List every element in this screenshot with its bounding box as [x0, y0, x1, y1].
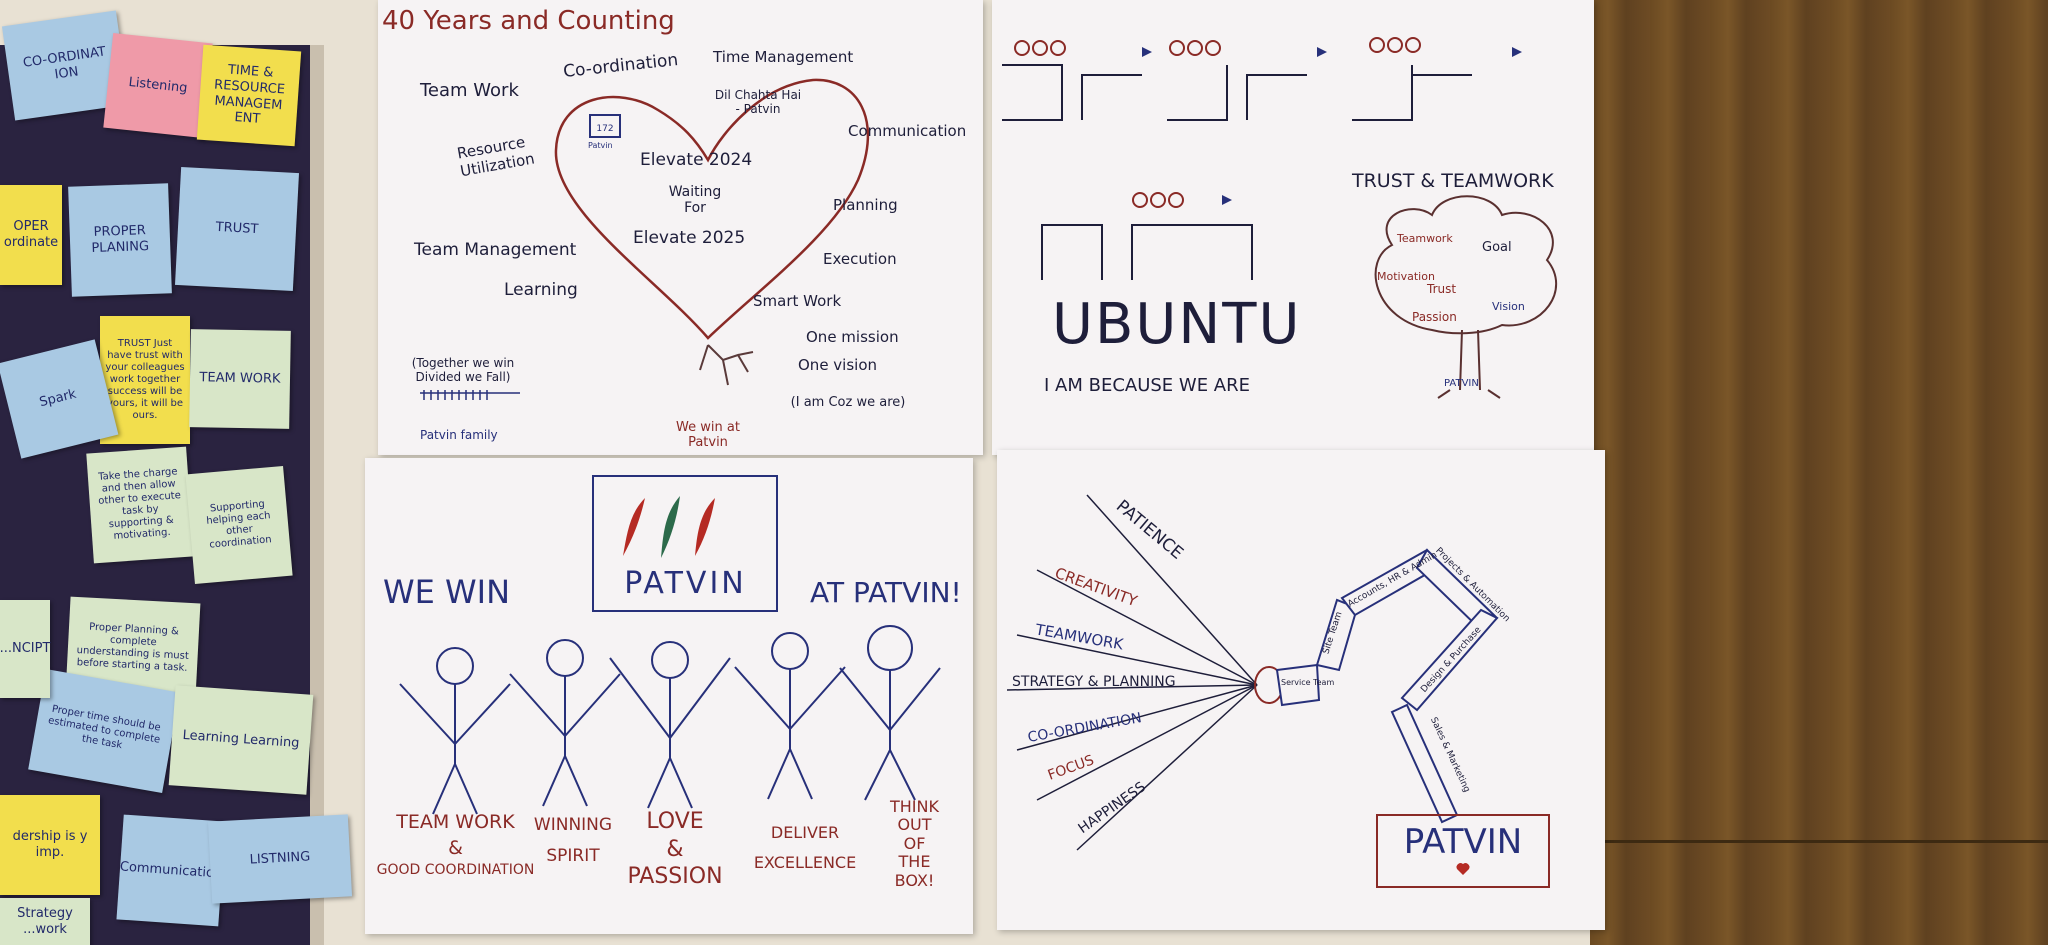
value-line: EXCELLENCE	[753, 853, 857, 873]
heart-line-dil-chahta: Dil Chahta Hai - Patvin	[714, 88, 802, 116]
flag-icons	[1142, 47, 1522, 220]
heart-line-elevate-2025: Elevate 2025	[633, 228, 746, 248]
banner-frame	[592, 475, 778, 612]
value-line: TEAM WORK	[396, 811, 515, 833]
at-patvin-text: AT PATVIN!	[810, 576, 962, 609]
tree-word-goal: Goal	[1482, 240, 1512, 255]
cliff-bridge-sketches	[1002, 64, 1472, 280]
we-win-at-patvin-text: We win at Patvin	[676, 420, 740, 450]
value-line: GOOD COORDINATION	[376, 862, 535, 879]
stick-figures-icon	[399, 625, 941, 815]
sticky-note: PROPER PLANING	[68, 183, 172, 297]
sticky-note: TEAM WORK	[189, 329, 291, 429]
heart-icon	[1456, 863, 1470, 875]
word-team-management: Team Management	[414, 240, 577, 260]
sticky-note: Listening	[103, 33, 213, 138]
sticky-note: OPER ordinate	[0, 185, 62, 285]
heart-badge: Patvin	[588, 141, 613, 150]
wall-panel-seam	[1600, 840, 2048, 843]
value-teamwork: TEAM WORK & GOOD COORDINATION	[373, 810, 538, 880]
poster-we-win: WE WIN AT PATVIN! PATVIN TEAM WORK & GOO…	[365, 458, 973, 934]
heart-line-elevate-2024: Elevate 2024	[640, 150, 753, 170]
value-line: THINK	[890, 797, 939, 816]
value-line: &	[448, 836, 463, 859]
sticky-note: dership is y imp.	[0, 795, 100, 895]
value-winning-spirit: WINNING SPIRIT	[528, 810, 618, 871]
word-learning: Learning	[504, 280, 578, 300]
banner-patvin-text: PATVIN	[624, 566, 747, 601]
poster-path: PATIENCE CREATIVITY TEAMWORK STRATEGY & …	[997, 450, 1605, 930]
svg-text:172: 172	[596, 124, 613, 134]
path-drawing	[1006, 494, 1550, 888]
value-line: WINNING	[533, 815, 613, 835]
patvin-family-figures	[420, 390, 520, 400]
sticky-note: Supporting helping each other coordinati…	[185, 465, 293, 585]
wooden-wall-panel	[1590, 0, 2048, 945]
sticky-note: Take the charge and then allow other to …	[86, 446, 194, 564]
flame-icon-green	[661, 496, 680, 558]
tree-label: PATVIN	[1444, 378, 1479, 389]
ubuntu-drawing	[1002, 37, 1558, 399]
word-execution: Execution	[823, 250, 897, 268]
vision-text: One vision	[798, 356, 878, 374]
poster-title: 40 Years and Counting	[382, 6, 675, 36]
value-line: PASSION	[627, 864, 723, 889]
together-text: (Together we win Divided we Fall)	[411, 356, 515, 384]
tree-word-teamwork: Teamwork	[1397, 232, 1453, 245]
value-line: &	[666, 836, 684, 862]
ubuntu-headline: UBUNTU	[1052, 292, 1302, 357]
word-time-management: Time Management	[713, 48, 854, 66]
tree-word-trust: Trust	[1427, 282, 1457, 296]
tree-word-passion: Passion	[1412, 310, 1457, 324]
sticky-note: Strategy ...work	[0, 898, 90, 945]
sticky-note: LISTNING	[207, 814, 353, 904]
tree-word-vision: Vision	[1492, 300, 1525, 313]
value-line: LOVE	[646, 809, 704, 834]
tree-icon	[1374, 195, 1558, 399]
trust-teamwork-title: TRUST & TEAMWORK	[1352, 170, 1554, 192]
heart-drawing: 172	[420, 78, 869, 400]
value-love-passion: LOVE & PASSION	[615, 808, 735, 891]
ray-lines	[1006, 494, 1258, 851]
value-line: OUT	[897, 815, 932, 835]
sticky-note: TRUST	[174, 166, 300, 292]
heart-line-waiting-for: Waiting For	[668, 184, 722, 216]
ray-strategy: STRATEGY & PLANNING	[1012, 674, 1176, 690]
value-line: THE	[898, 852, 931, 872]
clasped-hands-icon	[699, 344, 754, 386]
flame-icon-red	[623, 498, 645, 556]
patvin-logo-text: PATVIN	[1403, 822, 1523, 862]
poster-heart: 172 40 Years and Counting Team Work Reso…	[378, 0, 983, 455]
sticky-note: TIME & RESOURCE MANAGEM ENT	[196, 44, 302, 147]
iam-text: (I am Coz we are)	[790, 395, 906, 410]
flame-icon-red-2	[695, 498, 715, 556]
path-steps	[1275, 548, 1499, 824]
ubuntu-subline: I AM BECAUSE WE ARE	[1044, 375, 1250, 396]
poster-ubuntu: UBUNTU I AM BECAUSE WE ARE TRUST & TEAMW…	[992, 0, 1594, 455]
step-service: Service Team	[1281, 678, 1335, 687]
patvin-logo-frame	[1376, 814, 1550, 888]
word-planning: Planning	[833, 196, 898, 214]
word-communication: Communication	[848, 122, 967, 140]
word-smart-work: Smart Work	[753, 292, 842, 310]
value-line: OF	[903, 833, 926, 853]
team-figures-icon	[1014, 37, 1421, 208]
value-think-out-of-box: THINK OUT OF THE BOX!	[877, 797, 952, 890]
tree-word-motivation: Motivation	[1377, 270, 1435, 283]
mission-text: One mission	[806, 328, 899, 346]
value-line: DELIVER	[770, 823, 840, 842]
sticky-note: ...NCIPT	[0, 600, 50, 698]
word-team-work: Team Work	[420, 80, 519, 101]
we-win-text: WE WIN	[383, 573, 511, 611]
value-line: BOX!	[894, 870, 935, 890]
patvin-family-text: Patvin family	[420, 428, 498, 442]
we-win-drawing	[399, 475, 941, 815]
value-deliver-excellence: DELIVER EXCELLENCE	[750, 818, 860, 879]
value-line: SPIRIT	[546, 845, 600, 866]
sticky-note: Learning Learning	[168, 685, 314, 795]
